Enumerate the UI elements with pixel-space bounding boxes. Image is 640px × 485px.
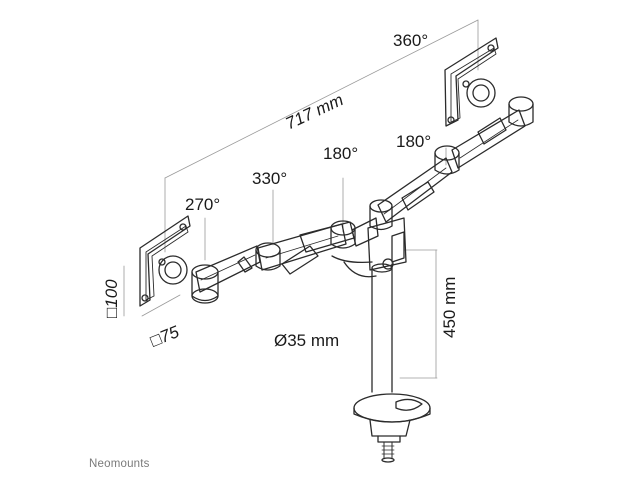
label-rotation-mid-joint: 330° [252, 169, 288, 188]
label-rotation-right-monitor: 360° [393, 31, 429, 50]
right-vesa-plate [444, 37, 499, 127]
label-vesa-vertical: □100 [102, 279, 121, 318]
label-rotation-left-joint: 270° [185, 195, 221, 214]
pole-and-base [331, 199, 431, 463]
right-arm [377, 96, 534, 223]
label-pole-diameter: Ø35 mm [274, 331, 340, 350]
label-rotation-center-arm: 180° [323, 144, 359, 163]
left-vesa-plate [139, 215, 191, 307]
brand-logo-text: Neomounts [89, 458, 150, 470]
label-pole-height: 450 mm [440, 276, 459, 338]
left-arm [191, 217, 379, 304]
label-rotation-right-arm: 180° [396, 132, 432, 151]
dimension-lines [123, 19, 479, 379]
